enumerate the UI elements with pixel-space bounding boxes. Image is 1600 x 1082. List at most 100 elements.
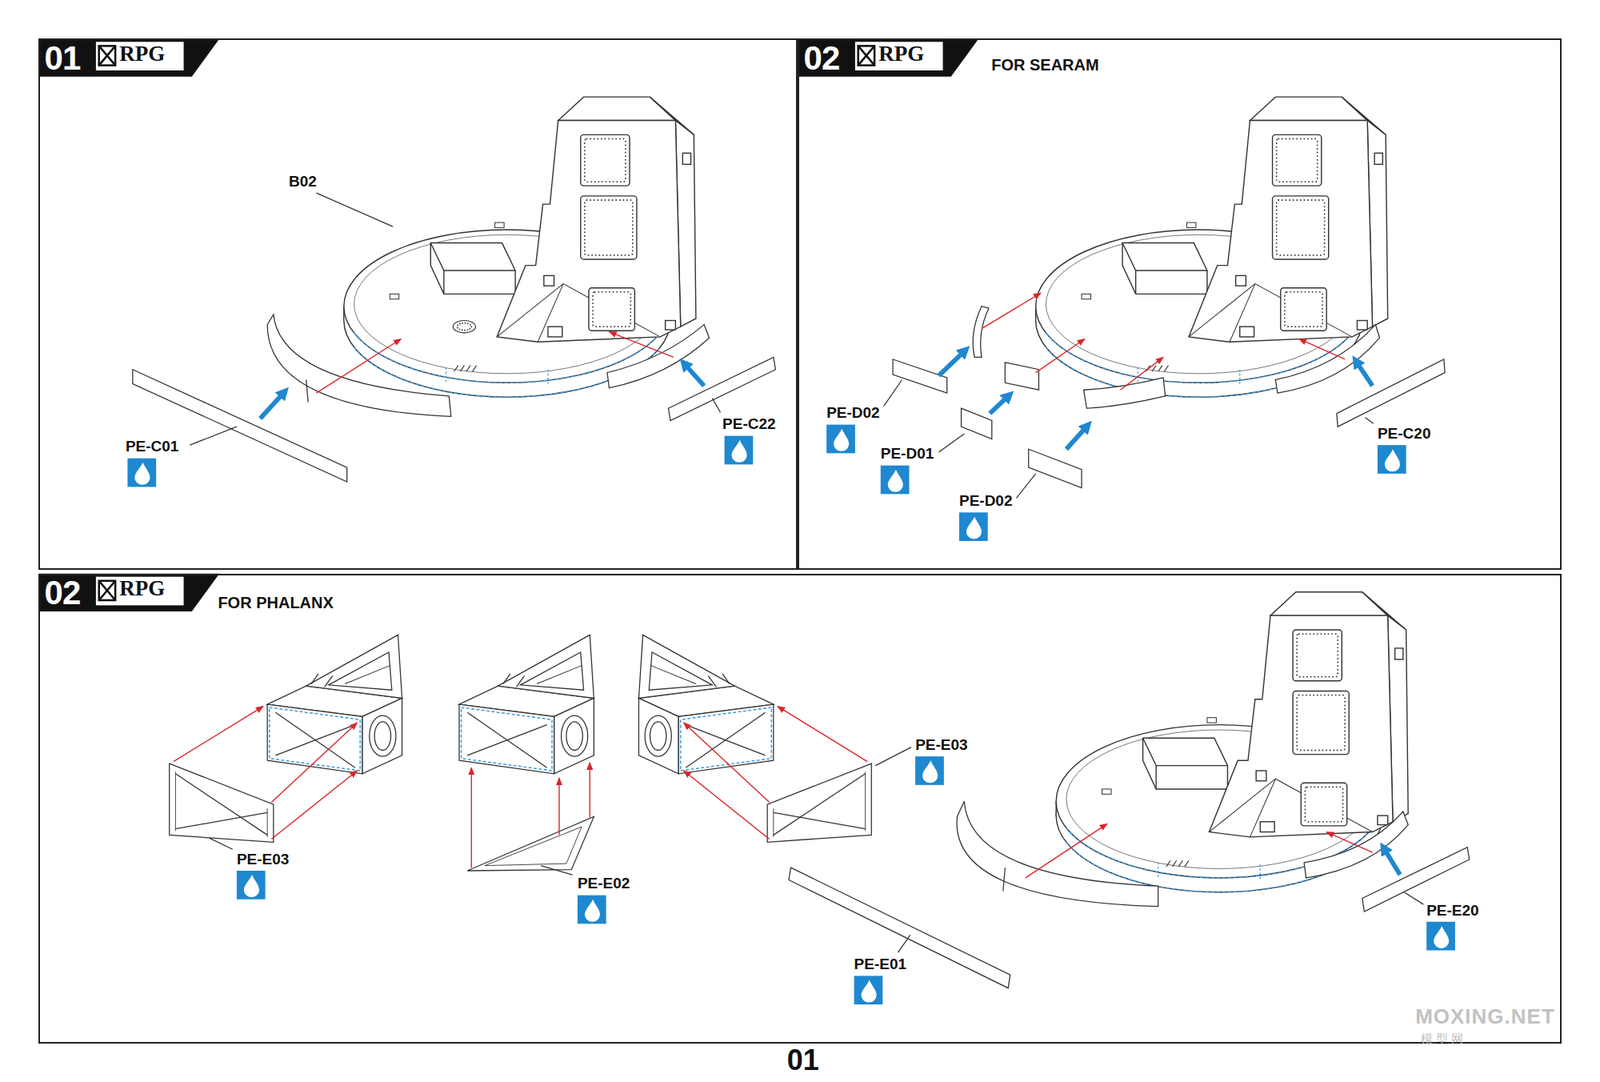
step-banner <box>797 38 979 76</box>
watermark: 模型网 <box>1420 1032 1467 1046</box>
etched-strip <box>1275 324 1380 393</box>
step-note: FOR SEARAM <box>991 56 1099 74</box>
turret-model <box>1056 592 1408 892</box>
etched-part-e02 <box>589 762 591 818</box>
instruction-art <box>880 465 910 495</box>
part-number: PE-E03 <box>236 851 289 868</box>
instruction-art <box>724 436 754 465</box>
leader-line <box>540 865 573 875</box>
leader-line <box>1016 473 1036 499</box>
etched-strip <box>132 314 776 482</box>
assembly-arrow <box>686 366 704 386</box>
etched-strip <box>668 356 776 420</box>
assembly-arrow <box>938 352 962 376</box>
step-banner <box>99 45 116 65</box>
part-number: PE-C22 <box>722 416 776 433</box>
gun-frame <box>638 634 773 773</box>
hatch <box>456 323 472 331</box>
leader-line <box>884 379 903 406</box>
leader-line <box>875 747 912 766</box>
assembly-arrow <box>608 332 673 358</box>
etched-part-e03 <box>169 706 358 843</box>
etched-strip <box>1084 377 1166 408</box>
step-banner <box>858 45 875 65</box>
page-number: 01 <box>787 1044 820 1076</box>
assembly-arrow <box>981 292 1041 329</box>
etched-strip <box>607 324 710 388</box>
step-banner <box>96 41 184 71</box>
gun-frame <box>459 634 594 773</box>
brand-logo: RPG <box>878 43 924 65</box>
gun-frame <box>267 634 402 773</box>
step-panel: 02FOR PHALANX <box>38 573 1561 1044</box>
assembly-arrow <box>1358 364 1373 386</box>
part-number: B02 <box>288 173 317 191</box>
step-number: 01 <box>44 41 81 76</box>
etched-strip <box>956 800 1159 906</box>
watermark: MOXING.NET <box>1415 1004 1556 1028</box>
assembly-arrow <box>1066 428 1085 450</box>
gun-frame-mirrored <box>638 634 872 842</box>
assembly-arrow <box>260 395 282 419</box>
leader-line <box>938 433 964 452</box>
instruction-art <box>38 38 1469 1004</box>
step-banner <box>38 573 220 612</box>
etched-strip <box>1362 847 1470 912</box>
etched-strip <box>132 369 348 482</box>
leader-line <box>189 192 720 445</box>
etched-strip <box>788 800 1470 988</box>
instruction-art <box>1377 444 1407 474</box>
etched-strip <box>267 314 452 417</box>
etched-strip <box>1004 362 1039 390</box>
step-banner <box>99 45 116 65</box>
leader-line <box>208 837 232 849</box>
assembly-arrow <box>316 338 401 393</box>
step-banner <box>38 38 220 76</box>
part-number: PE-D02 <box>959 492 1013 510</box>
assembly-arrow <box>1025 823 1108 878</box>
etched-part-e02 <box>558 777 560 835</box>
part-number: PE-E03 <box>915 736 968 754</box>
brand-logo: RPG <box>119 43 165 65</box>
instruction-art <box>127 458 156 488</box>
etched-strip <box>892 306 1445 488</box>
assembly-arrow <box>938 292 1372 449</box>
etched-strip <box>1304 811 1408 878</box>
instruction-art <box>577 895 607 924</box>
step-banner <box>797 38 979 76</box>
part-number: PE-C01 <box>125 438 180 456</box>
assembly-arrow <box>989 397 1006 413</box>
etched-strip <box>1003 867 1006 891</box>
part-number: PE-D01 <box>880 445 935 463</box>
instruction-art <box>959 512 988 541</box>
step-banner <box>99 580 116 600</box>
leader-line <box>189 426 237 445</box>
step-banner <box>99 580 116 600</box>
leader-line <box>897 934 910 952</box>
hatch <box>452 320 476 333</box>
etched-strip <box>892 359 948 393</box>
leader-line <box>884 379 1374 498</box>
step-banner <box>38 38 220 76</box>
etched-strip <box>1336 359 1445 427</box>
part-number: PE-D02 <box>826 404 880 422</box>
etched-part-e02 <box>471 767 472 868</box>
turret-model <box>1036 96 1388 397</box>
step-panel: 01 <box>38 38 798 569</box>
assembly-arrow <box>1385 851 1400 875</box>
etched-part-e02 <box>467 762 594 871</box>
turret-model <box>344 96 696 397</box>
assembly-arrow <box>1120 356 1164 390</box>
instruction-art <box>854 975 884 1004</box>
part-number: PE-E02 <box>577 875 630 892</box>
instruction-art <box>236 870 266 900</box>
assembly-arrow <box>1326 832 1372 853</box>
step-banner <box>96 576 184 606</box>
leader-line <box>316 192 393 227</box>
step-banner <box>858 45 875 65</box>
etched-part-e03 <box>684 706 872 843</box>
leader-line <box>208 747 1424 952</box>
step-number: 02 <box>804 41 840 76</box>
